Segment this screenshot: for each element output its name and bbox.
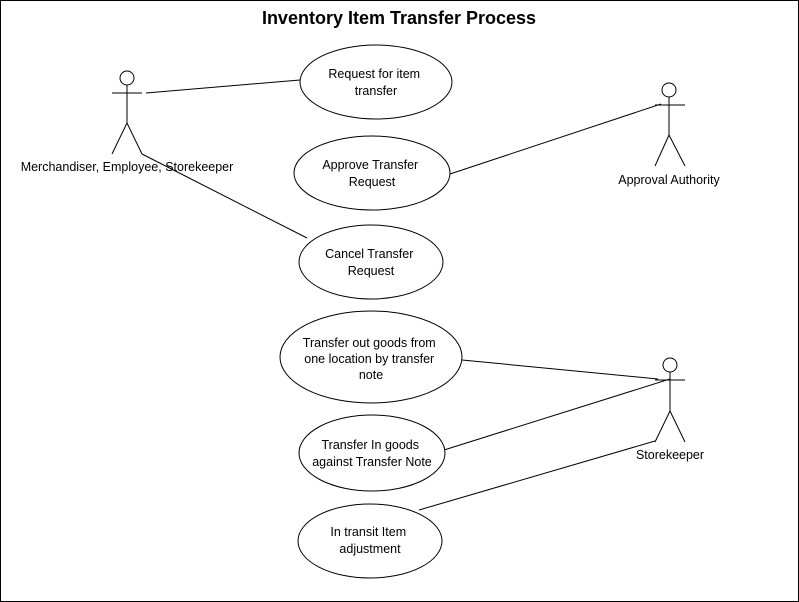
stick-figure-icon	[654, 82, 686, 167]
association-storekeeper-transfer-out	[461, 359, 659, 380]
actor-approval-authority: Approval Authority	[618, 82, 720, 187]
use-case-request-transfer: Request for item transfer	[299, 44, 453, 120]
use-case-label-line: one location by transfer	[304, 352, 434, 366]
association-storekeeper-transit	[418, 440, 656, 511]
use-case-cancel-request: Cancel Transfer Request	[298, 224, 444, 300]
svg-text:Approve Transfer Request: Approve Transfer Request	[322, 158, 421, 189]
svg-text:Cancel Transfer Request: Cancel Transfer Request	[325, 247, 417, 278]
actor-storekeeper: Storekeeper	[636, 357, 704, 462]
use-case-label-line: Transfer In goods	[322, 438, 420, 452]
actor-merchandiser: Merchandiser, Employee, Storekeeper	[21, 70, 234, 174]
actor-label-merchandiser: Merchandiser, Employee, Storekeeper	[21, 160, 234, 174]
use-case-label-line: In transit Item	[330, 525, 406, 539]
use-case-transfer-out: Transfer out goods from one location by …	[279, 310, 463, 404]
stick-figure-icon	[111, 70, 143, 155]
use-case-label-line: adjustment	[339, 542, 401, 556]
use-case-label-line: Request	[349, 175, 396, 189]
use-case-label-line: note	[359, 368, 383, 382]
association-storekeeper-transfer-in	[443, 378, 671, 451]
use-case-approve-request: Approve Transfer Request	[293, 135, 451, 211]
use-case-label-line: Transfer out goods from	[303, 336, 436, 350]
svg-text:Request for item transfe: Request for item transfer	[328, 67, 423, 98]
svg-text:In transit Item adjustme: In transit Item adjustment	[330, 525, 409, 556]
association-merchandiser-cancel	[141, 153, 308, 239]
use-case-label-line: Cancel Transfer	[325, 247, 413, 261]
diagram-title: Inventory Item Transfer Process	[262, 8, 536, 28]
use-case-label-line: Approve Transfer	[322, 158, 418, 172]
use-case-label-line: Request for item	[328, 67, 420, 81]
use-case-transit-adjustment: In transit Item adjustment	[297, 503, 443, 579]
association-merchandiser-request	[145, 79, 301, 94]
association-approval-approve	[449, 103, 662, 175]
svg-text:Transfer out goods from: Transfer out goods from one location by …	[303, 336, 439, 382]
use-case-label-line: against Transfer Note	[312, 455, 432, 469]
use-case-label-line: transfer	[355, 84, 397, 98]
svg-text:Transfer In goods agains: Transfer In goods against Transfer Note	[312, 438, 432, 469]
stick-figure-icon	[654, 357, 686, 443]
use-case-transfer-in: Transfer In goods against Transfer Note	[298, 414, 446, 492]
actor-label-storekeeper: Storekeeper	[636, 448, 704, 462]
actor-label-approval-authority: Approval Authority	[618, 173, 720, 187]
use-case-label-line: Request	[348, 264, 395, 278]
